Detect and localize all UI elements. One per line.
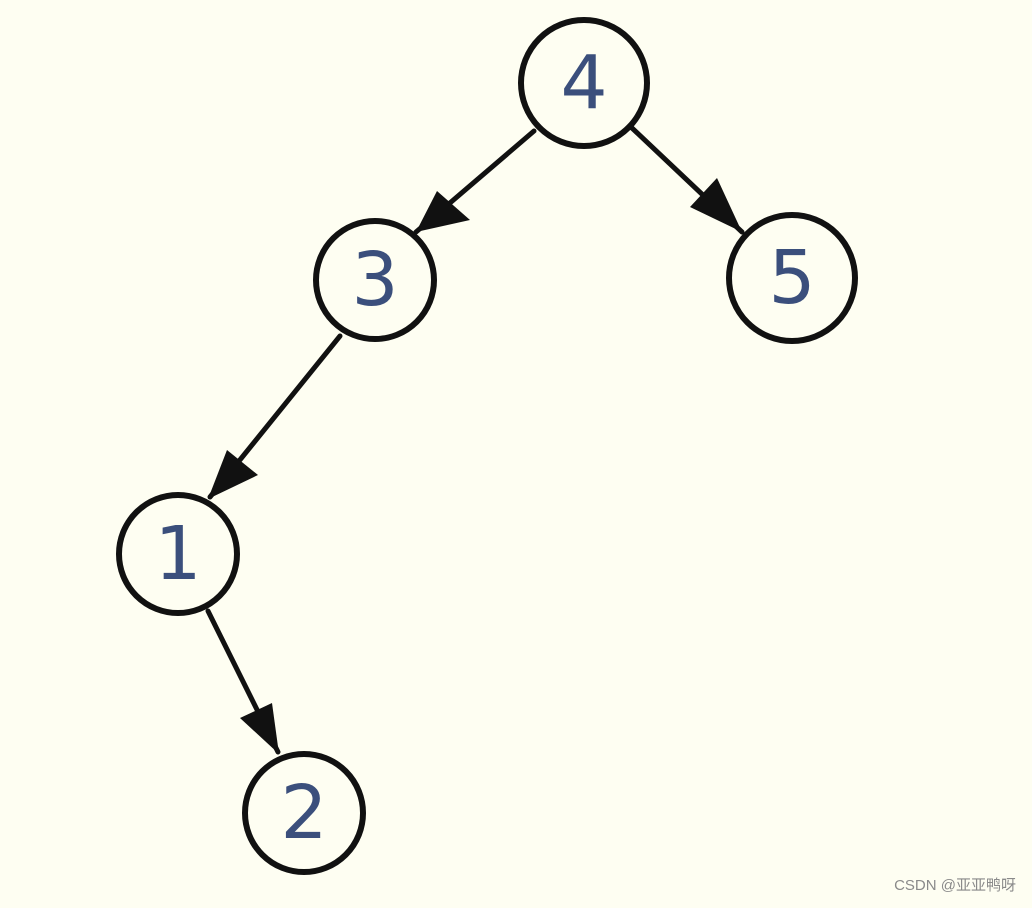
csdn-watermark: CSDN @亚亚鸭呀 [894, 877, 1016, 894]
node-label: 2 [280, 770, 327, 856]
arrowhead-4-to-3 [416, 191, 470, 232]
tree-node-4: 4 [518, 17, 650, 149]
node-label: 5 [768, 235, 815, 321]
node-label: 3 [351, 237, 398, 323]
node-circle [116, 492, 240, 616]
tree-node-1: 1 [116, 492, 240, 616]
arrowhead-4-to-5 [690, 178, 742, 232]
arrowhead-3-to-1 [208, 450, 258, 499]
node-circle [313, 218, 437, 342]
tree-node-3: 3 [313, 218, 437, 342]
node-label: 4 [560, 40, 607, 126]
tree-node-2: 2 [242, 751, 366, 875]
node-circle [726, 212, 858, 344]
node-circle [242, 751, 366, 875]
arrowhead-1-to-2 [240, 703, 279, 754]
node-label: 1 [154, 511, 201, 597]
node-circle [518, 17, 650, 149]
tree-node-5: 5 [726, 212, 858, 344]
